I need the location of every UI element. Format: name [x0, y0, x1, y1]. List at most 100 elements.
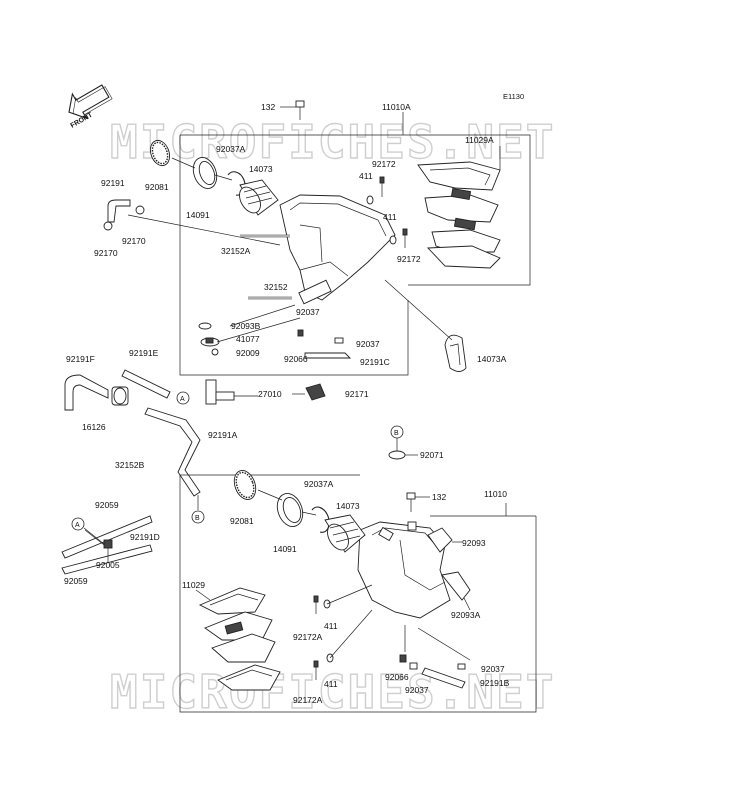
label-92059-top: 92059 [95, 500, 119, 510]
label-92171: 92171 [345, 389, 369, 399]
label-92191D: 92191D [130, 532, 160, 542]
label-92059-bottom: 92059 [64, 576, 88, 586]
callout-a-bottom: A [71, 517, 85, 531]
label-27010: 27010 [258, 389, 282, 399]
callout-a-top: A [176, 391, 190, 405]
label-11029A: 11029A [465, 135, 494, 145]
label-32152B: 32152B [115, 460, 145, 470]
hoses-left: A B B A [61, 369, 404, 575]
oring-92009 [211, 348, 219, 356]
label-92037-a: 92037 [296, 307, 320, 317]
washer-411-top-1 [366, 195, 374, 205]
tee-92005 [61, 515, 153, 575]
label-92172-top-2: 92172 [397, 254, 421, 264]
label-92081-bottom: 92081 [230, 516, 254, 526]
clamp-92037-bottom-c [409, 662, 418, 670]
label-411-bottom-1: 411 [324, 621, 338, 631]
hose-92191E [121, 369, 171, 399]
callout-b-bottom: B [191, 510, 205, 524]
label-16126: 16126 [82, 422, 106, 432]
label-411-bottom-2: 411 [324, 679, 338, 689]
filter-element-11029 [198, 587, 281, 691]
fitting-16126 [111, 386, 129, 406]
label-92172A-1: 92172A [293, 632, 323, 642]
label-92005: 92005 [96, 560, 120, 570]
front-arrow-icon [68, 84, 113, 120]
label-11010: 11010 [484, 489, 507, 499]
valve-27010 [205, 379, 235, 405]
label-92191E: 92191E [129, 348, 159, 358]
label-92037A-top: 92037A [216, 144, 246, 154]
label-411-top-2: 411 [383, 212, 397, 222]
screw-92172A-1 [313, 595, 319, 614]
label-32152: 32152 [264, 282, 288, 292]
bottom-assembly [179, 450, 537, 713]
label-92066-bottom: 92066 [385, 672, 409, 682]
ring-14091-top [192, 157, 218, 189]
label-14091-top: 14091 [186, 210, 210, 220]
label-92191: 92191 [101, 178, 125, 188]
label-132-top: 132 [261, 102, 275, 112]
label-92009: 92009 [236, 348, 260, 358]
svg-text:B: B [394, 430, 399, 437]
clamp-92037-top-b [334, 337, 344, 344]
label-92191A: 92191A [208, 430, 238, 440]
hose-92191 [103, 199, 145, 231]
label-11010A: 11010A [382, 102, 411, 112]
screw-92172A-2 [313, 660, 319, 680]
label-92037-d: 92037 [481, 664, 505, 674]
clamp-92037-bottom-d [457, 663, 466, 670]
screw-92172-top-2 [402, 228, 408, 248]
clamp-92171 [305, 383, 326, 401]
label-92191B: 92191B [480, 678, 510, 688]
seal-92093B [198, 322, 212, 330]
watermark-top: MICROFICHES.NET [110, 115, 555, 169]
label-92037-c: 92037 [405, 685, 429, 695]
part-labels: 132 11010A 11029A 92037A 14073 92172 411… [64, 102, 510, 705]
label-92037A-bottom: 92037A [304, 479, 334, 489]
label-32152A-top: 32152A [221, 246, 251, 256]
label-14073-top: 14073 [249, 164, 273, 174]
grommet-92071 [388, 450, 406, 460]
svg-text:A: A [180, 396, 185, 403]
bolt-132-top [295, 100, 305, 120]
watermark-bottom: MICROFICHES.NET [110, 665, 555, 719]
top-assembly [103, 100, 531, 376]
label-92081-top: 92081 [145, 182, 169, 192]
label-92093B: 92093B [231, 321, 261, 331]
hose-92191A [144, 407, 201, 497]
hose-92191B [421, 667, 466, 689]
bolt-132-bottom [406, 492, 416, 512]
label-92172-top: 92172 [372, 159, 396, 169]
airbox-housing-top [279, 194, 396, 305]
duct-14073-top [239, 179, 279, 216]
label-132-bottom: 132 [432, 492, 446, 502]
label-92191C: 92191C [360, 357, 390, 367]
label-92191F: 92191F [66, 354, 95, 364]
clamp-92081-bottom [233, 470, 257, 500]
label-92093A: 92093A [451, 610, 481, 620]
label-92170-a: 92170 [122, 236, 146, 246]
label-92170-b: 92170 [94, 248, 118, 258]
duct-14073-bottom [324, 514, 366, 553]
label-411-top-1: 411 [359, 171, 373, 181]
callout-b-top: B [390, 425, 404, 439]
clamp-92081-top [149, 139, 171, 167]
hose-92191C [304, 352, 352, 359]
svg-text:B: B [195, 515, 200, 522]
gasket-92093A [441, 571, 471, 601]
filter-element-11029A [417, 146, 501, 269]
label-92071: 92071 [420, 450, 444, 460]
airbox-housing-bottom [357, 521, 451, 619]
label-11029: 11029 [182, 580, 205, 590]
washer-411-top-2 [389, 235, 397, 245]
label-92172A-2: 92172A [293, 695, 323, 705]
clip-92066-bottom [399, 654, 407, 663]
ring-14091-bottom [276, 493, 304, 527]
label-92093: 92093 [462, 538, 486, 548]
label-92037-b: 92037 [356, 339, 380, 349]
gasket-92093 [427, 527, 453, 553]
diagram-code: E1130 [503, 92, 524, 101]
screw-92172-top-1 [379, 176, 385, 197]
